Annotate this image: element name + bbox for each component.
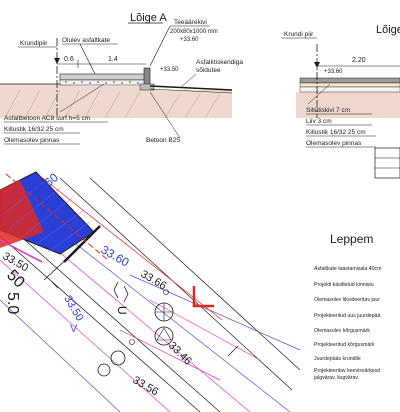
legend-item-4: Projekteeritud uus juurdepää [314, 313, 380, 319]
gravel-dots-a [65, 81, 139, 84]
layer-2-b: Liiv 3 cm [306, 118, 332, 125]
concrete-base-a [139, 83, 155, 91]
section-b-title: Lõige [376, 24, 400, 36]
label-kruntpiir-b: Krundi piir [284, 31, 314, 38]
property-arrow-b [314, 62, 320, 68]
label-kruntpiir-a: Krundipiir [20, 40, 48, 47]
soil-region-b [296, 92, 400, 118]
letter-u: U [115, 306, 129, 315]
level-bottom-2: 33.56 [131, 374, 161, 398]
legend-item-1: Asfaltkate taastamisala 40cm [314, 266, 381, 272]
magenta-edge [0, 239, 43, 263]
small-point-2 [163, 289, 169, 295]
tick-mark-1 [43, 253, 73, 281]
leader-road-a [179, 73, 197, 89]
leader-layers-a [59, 83, 105, 113]
gravel-layer-b [299, 86, 400, 93]
red-dashed-boundary [5, 173, 109, 261]
building-block-red [0, 180, 44, 248]
building-hatch [3, 179, 91, 253]
layer-3-a: Olemasolev pinnas [4, 137, 60, 144]
label-betoon-a: Betoon B25 [146, 137, 180, 144]
label-road-2: sõidutee [196, 67, 221, 74]
leader-asfaltkate-a2 [79, 43, 96, 75]
tick-mark-2 [51, 281, 59, 289]
label-teeaarekivi-1: Teeäärekivi [174, 19, 207, 26]
magenta-lines [0, 235, 261, 412]
legend-item-7: Juurdepääs krundile [314, 356, 361, 362]
leader-tee-a [149, 25, 171, 67]
legend-item-3: Olemasolev likvideeritav juur [314, 297, 380, 303]
section-a: Lõige A Krundipiir [0, 12, 243, 145]
soil-region-a [0, 84, 232, 118]
label-teeaarekivi-3: +33.60 [180, 37, 199, 43]
leader-layers-b [307, 83, 331, 105]
legend-item-5: Olemasolev kõrgusmärk [314, 328, 370, 334]
bracket-mark-2 [123, 285, 129, 303]
dim-left-a: 0.6 [64, 56, 74, 63]
legend-item-8: Projekteeritav keevisvärkesd [314, 368, 380, 374]
legend-item-6: Projekteeritud kõrgusmärk [314, 342, 375, 348]
layer-4-b: Olemasolev pinnas [306, 140, 362, 147]
level-right-1: 33.66 [139, 268, 169, 292]
manhole-3 [110, 350, 126, 366]
red-boundary-line [39, 175, 223, 321]
level-bottom-1: 33.46 [166, 340, 194, 368]
level-main-a: +33.50 [160, 67, 179, 73]
dim-mid-a: 1.4 [108, 56, 118, 63]
section-b: Lõige Krundi piir 2.20 +33.60 Sillutiski… [282, 24, 400, 179]
manhole-2 [154, 326, 174, 346]
section-b-box [374, 147, 400, 179]
gravel-layer-a [59, 79, 147, 86]
paver-layer-b [299, 77, 400, 84]
label-road-1: Asfalktiskendiga [196, 59, 243, 66]
property-arrow-a [54, 58, 60, 64]
dim-b: 2.20 [352, 57, 366, 64]
letter-v: V [70, 323, 78, 335]
layer-1-b: Sillutiskivi 7 cm [306, 107, 350, 114]
asphalt-layer-a [59, 73, 147, 81]
road-surface-a [149, 85, 233, 91]
label-asfaltkate-a: Olulev asfaltkate [62, 37, 110, 44]
layer-2-a: Killustik 16/32 25 cm [4, 126, 64, 133]
red-corner-marker [192, 286, 214, 308]
label-teeaarekivi-2: 200x80x1000 mm [170, 29, 218, 35]
sand-layer-b [299, 82, 400, 88]
bracket-mark-1 [113, 281, 119, 299]
manhole-4 [97, 363, 111, 377]
layer-1-a: Asfaltbetoon AC8 surf h=5 cm [4, 115, 90, 122]
road-base-a [149, 88, 233, 94]
legend-title: Leppem [330, 232, 373, 246]
leader-betoon-a [149, 91, 181, 139]
layer-3-b: Killustik 16/32 25 cm [306, 129, 366, 136]
plan-view: 33.60 33.60 33.50 33.66 33.50 33.46 33.5… [0, 170, 301, 412]
num-mid: 5.0 [4, 292, 21, 314]
manhole-1 [154, 302, 174, 322]
tick-mark-3 [227, 345, 239, 357]
legend-item-2: Projekti käsitletud kinnistu [314, 282, 374, 288]
legend-item-9: jalgvärav, liugvärav. [313, 375, 359, 381]
section-a-title: Lõige A [130, 12, 167, 24]
level-b: +33.60 [324, 69, 343, 75]
legend: Leppem Asfaltkate taastamisala 40cm Proj… [313, 232, 381, 381]
small-point-1 [129, 339, 135, 345]
